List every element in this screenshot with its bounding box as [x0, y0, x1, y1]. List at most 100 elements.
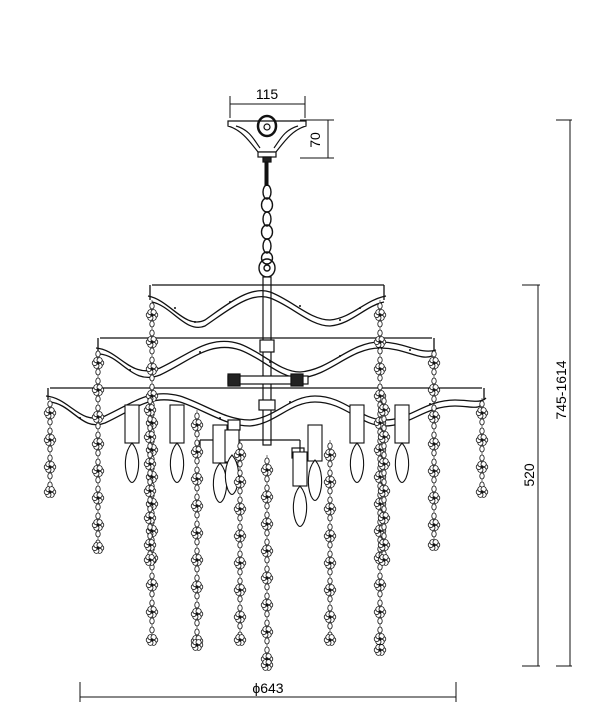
crystal-bead	[149, 320, 155, 328]
crystal-bead	[479, 472, 485, 480]
crystal-flower	[377, 404, 391, 416]
crystal-flower	[233, 449, 247, 461]
crystal-flower	[145, 363, 159, 375]
crystal-strand	[475, 398, 489, 498]
crystal-bead	[479, 445, 485, 453]
crystal-bead	[479, 418, 485, 426]
crystal-bead	[431, 377, 437, 385]
crystal-flower	[233, 611, 247, 623]
crystal-bead	[194, 628, 200, 636]
crystal-bead	[431, 449, 437, 457]
crystal-bead	[237, 487, 243, 495]
crystal-bead	[381, 523, 387, 531]
crystal-bead	[194, 547, 200, 555]
crystal-bead	[327, 460, 333, 468]
crystal-flower	[233, 634, 247, 646]
crystal-strand	[427, 348, 441, 551]
crystal-bead	[327, 541, 333, 549]
crystal-bead	[194, 601, 200, 609]
crystal-bead	[194, 493, 200, 501]
crystal-flower	[143, 404, 157, 416]
crystal-flower	[377, 539, 391, 551]
crystal-flower	[233, 584, 247, 596]
crystal-bead	[149, 617, 155, 625]
crystal-bead	[264, 556, 270, 564]
crystal-bead	[377, 572, 383, 580]
candle-light	[124, 404, 140, 484]
crystal-strand	[143, 395, 157, 566]
crystal-bead	[377, 302, 383, 310]
crystal-bead	[381, 496, 387, 504]
crystal-flower	[427, 438, 441, 450]
crystal-flower	[323, 634, 337, 646]
crystal-flower	[475, 486, 489, 498]
candle-light	[292, 451, 308, 528]
crystal-bead	[95, 404, 101, 412]
crystal-flower	[377, 512, 391, 524]
crystal-bead	[264, 646, 270, 654]
crystal-bead	[95, 350, 101, 358]
crystal-flower	[190, 554, 204, 566]
crystal-flower	[91, 542, 105, 554]
crystal-bead	[237, 604, 243, 612]
crystal-strand	[233, 440, 247, 646]
crystal-flower	[373, 336, 387, 348]
crystal-flower	[91, 384, 105, 396]
crystal-bead	[237, 514, 243, 522]
crystal-flower	[143, 554, 157, 566]
total-height-label: 745-1614	[553, 360, 569, 419]
crystal-bead	[327, 487, 333, 495]
crystal-flower	[427, 492, 441, 504]
crystal-bead	[327, 469, 333, 477]
crystal-flower	[373, 390, 387, 402]
crystal-bead	[149, 599, 155, 607]
crystal-flower	[427, 357, 441, 369]
crystal-bead	[237, 523, 243, 531]
crystal-bead	[327, 568, 333, 576]
crystal-flower	[91, 519, 105, 531]
crystal-bead	[95, 368, 101, 376]
crystal-bead	[147, 451, 153, 459]
crystal-bead	[431, 503, 437, 511]
crystal-flower	[190, 581, 204, 593]
crystal-flower	[143, 431, 157, 443]
crystal-bead	[95, 512, 101, 520]
dimension-canopy-height	[300, 119, 334, 159]
crystal-bead	[194, 619, 200, 627]
candle-light	[212, 424, 228, 504]
candle-light	[307, 424, 323, 502]
crystal-flower	[260, 626, 274, 638]
crystal-bead	[264, 565, 270, 573]
crystal-bead	[431, 422, 437, 430]
crystal-flower	[91, 411, 105, 423]
dimension-total-height	[556, 119, 572, 667]
crystal-bead	[237, 622, 243, 630]
crystal-bead	[194, 511, 200, 519]
crystal-strand	[260, 455, 274, 671]
bottom-frame	[45, 387, 487, 427]
crystal-flower	[373, 579, 387, 591]
crystal-bead	[147, 478, 153, 486]
crystal-bead	[381, 451, 387, 459]
crystal-bead	[237, 568, 243, 576]
crystal-flower	[190, 419, 204, 431]
crystal-flower	[377, 431, 391, 443]
crystal-strand	[91, 348, 105, 554]
crystal-strand	[43, 398, 57, 498]
crystal-bead	[147, 469, 153, 477]
crystal-bead	[149, 329, 155, 337]
crystal-bead	[431, 512, 437, 520]
crystal-bead	[95, 503, 101, 511]
crystal-flower	[260, 599, 274, 611]
crystal-flower	[145, 336, 159, 348]
crystal-flower	[233, 557, 247, 569]
crystal-flower	[427, 519, 441, 531]
crystal-bead	[147, 424, 153, 432]
candle-light	[224, 429, 240, 496]
crystal-bead	[479, 427, 485, 435]
crystal-bead	[264, 538, 270, 546]
crystal-bead	[194, 520, 200, 528]
crystal-bead	[95, 422, 101, 430]
crystal-flower	[475, 407, 489, 419]
crystal-bead	[194, 538, 200, 546]
